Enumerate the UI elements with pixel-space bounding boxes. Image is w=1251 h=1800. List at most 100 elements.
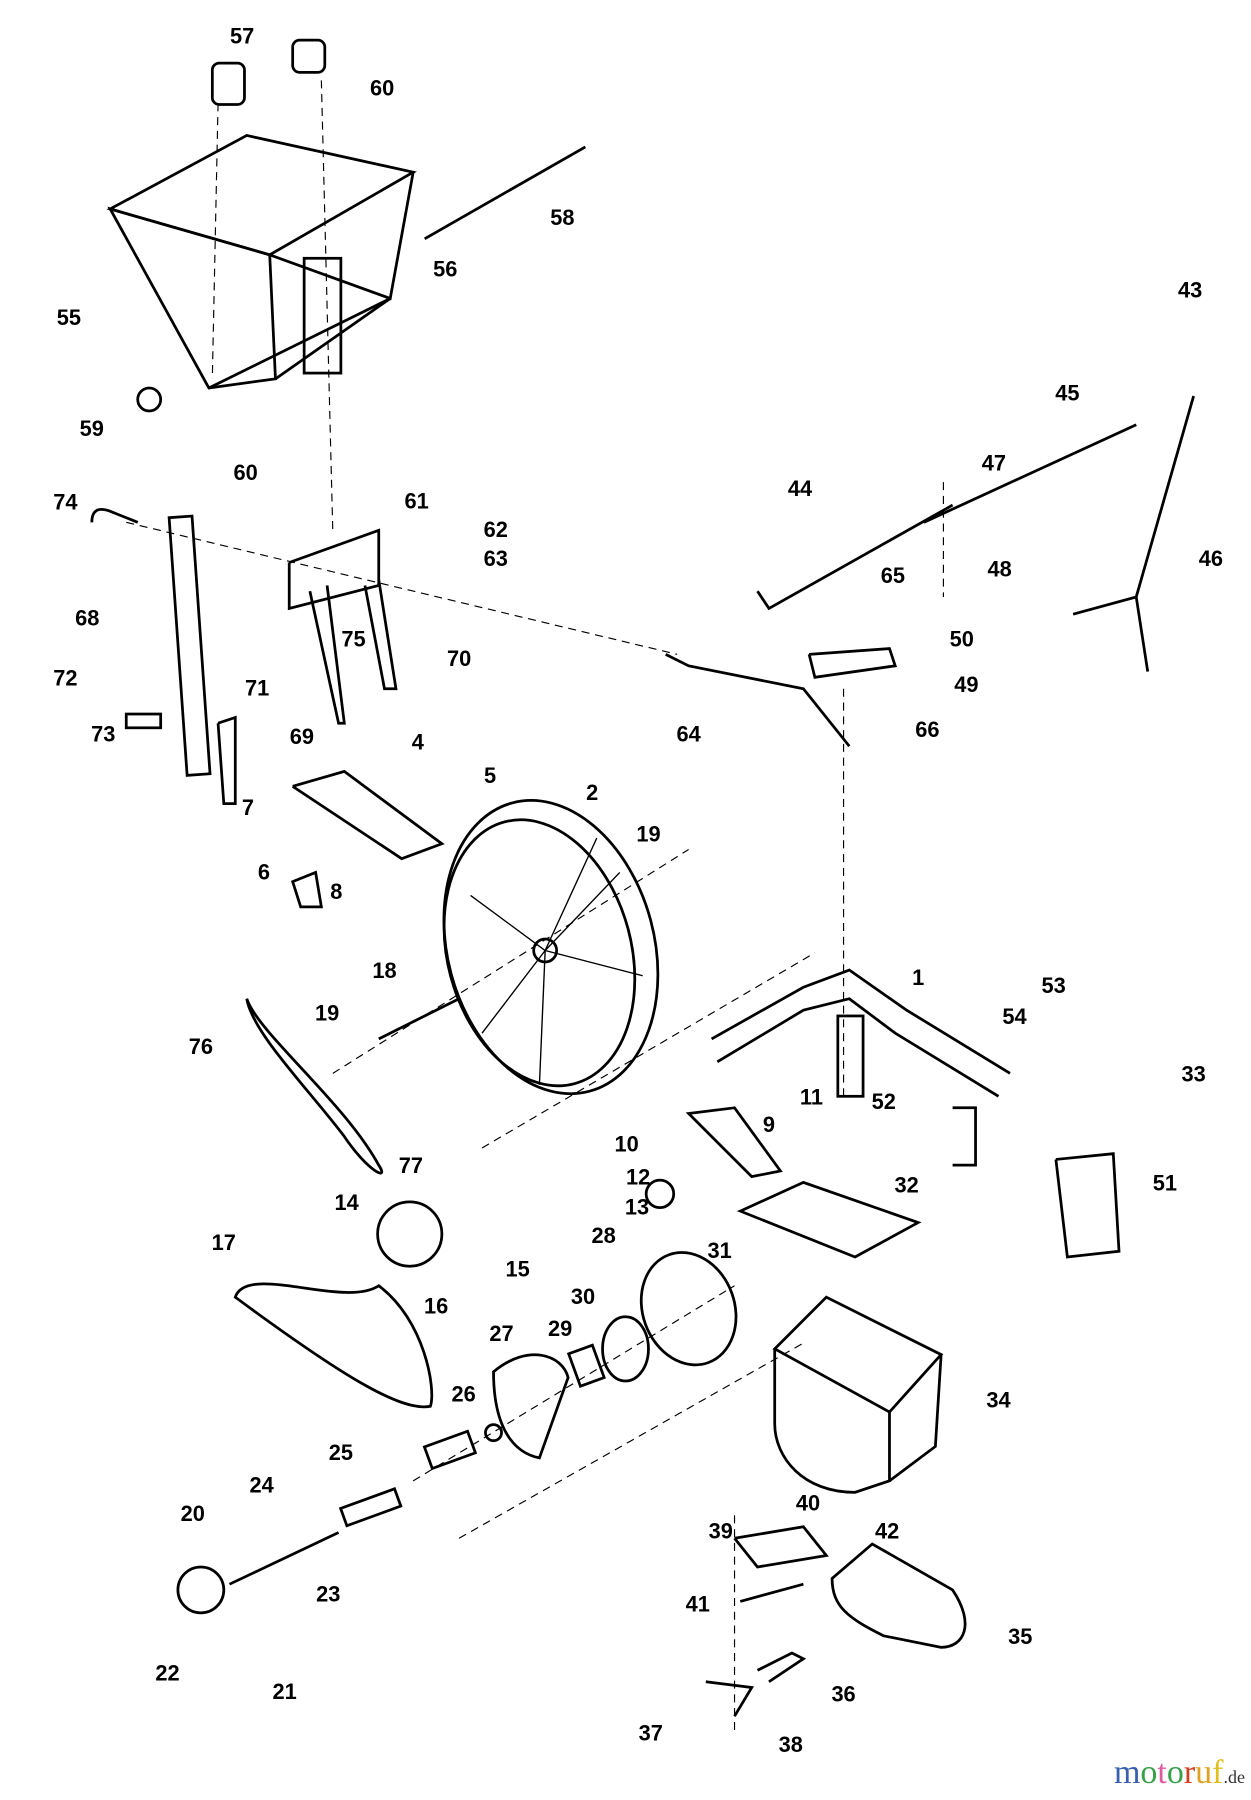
part-label-40: 40 bbox=[796, 1491, 820, 1516]
disc-30 bbox=[601, 1315, 650, 1383]
sprocket-20 bbox=[176, 1565, 226, 1615]
part-label-10: 10 bbox=[615, 1131, 639, 1156]
shaft-58 bbox=[423, 145, 587, 240]
part-label-23: 23 bbox=[316, 1581, 340, 1606]
part-label-32: 32 bbox=[895, 1173, 919, 1198]
part-label-24: 24 bbox=[250, 1472, 274, 1497]
plate-6 bbox=[290, 870, 323, 909]
part-label-45: 45 bbox=[1055, 381, 1079, 406]
housing-34 bbox=[772, 1295, 944, 1494]
part-label-25: 25 bbox=[329, 1440, 353, 1465]
part-label-75: 75 bbox=[341, 626, 365, 651]
part-label-18: 18 bbox=[372, 958, 396, 983]
part-label-31: 31 bbox=[707, 1238, 731, 1263]
sprocket-14 bbox=[376, 1200, 444, 1268]
part-label-60: 60 bbox=[233, 460, 257, 485]
part-label-59: 59 bbox=[80, 416, 104, 441]
part-label-63: 63 bbox=[484, 546, 508, 571]
link-64 bbox=[665, 653, 851, 748]
wheel bbox=[442, 799, 660, 1096]
part-label-29: 29 bbox=[548, 1316, 572, 1341]
part-label-51: 51 bbox=[1153, 1170, 1177, 1195]
part-label-12: 12 bbox=[626, 1165, 650, 1190]
part-label-41: 41 bbox=[686, 1592, 710, 1617]
chain-76 bbox=[245, 998, 384, 1175]
rod-44 bbox=[756, 503, 954, 611]
part-label-13: 13 bbox=[625, 1195, 649, 1220]
sprocket-59 bbox=[136, 386, 163, 413]
part-label-38: 38 bbox=[779, 1732, 803, 1757]
part-label-44: 44 bbox=[788, 476, 812, 501]
part-label-77: 77 bbox=[399, 1153, 423, 1178]
part-label-35: 35 bbox=[1008, 1624, 1032, 1649]
cover-27 bbox=[492, 1353, 570, 1460]
part-label-68: 68 bbox=[75, 606, 99, 631]
part-label-14: 14 bbox=[334, 1190, 358, 1215]
part-label-72: 72 bbox=[53, 665, 77, 690]
part-label-64: 64 bbox=[677, 722, 701, 747]
part-label-58: 58 bbox=[550, 205, 574, 230]
bushing-24 bbox=[338, 1487, 403, 1528]
part-label-57: 57 bbox=[230, 24, 254, 49]
part-label-48: 48 bbox=[988, 556, 1012, 581]
spring-25 bbox=[422, 1429, 478, 1471]
bracket-36 bbox=[756, 1651, 807, 1683]
part-label-33: 33 bbox=[1181, 1061, 1205, 1086]
part-label-76: 76 bbox=[189, 1034, 213, 1059]
part-label-28: 28 bbox=[592, 1223, 616, 1248]
hopper bbox=[106, 134, 417, 390]
part-label-73: 73 bbox=[91, 722, 115, 747]
roller-bearings bbox=[210, 38, 327, 106]
bracket-4 bbox=[291, 769, 445, 861]
part-label-27: 27 bbox=[489, 1321, 513, 1346]
part-label-66: 66 bbox=[915, 717, 939, 742]
spring-29 bbox=[566, 1343, 606, 1388]
part-label-34: 34 bbox=[986, 1387, 1010, 1412]
part-label-70: 70 bbox=[447, 646, 471, 671]
part-label-52: 52 bbox=[872, 1089, 896, 1114]
part-label-22: 22 bbox=[155, 1661, 179, 1686]
bracket-37 bbox=[705, 1680, 755, 1717]
part-label-1: 1 bbox=[912, 965, 924, 990]
chain-17 bbox=[233, 1282, 434, 1409]
part-label-74: 74 bbox=[53, 490, 77, 515]
part-label-62: 62 bbox=[484, 517, 508, 542]
u-bolt-74 bbox=[90, 508, 139, 524]
part-label-8: 8 bbox=[330, 879, 342, 904]
part-label-53: 53 bbox=[1041, 973, 1065, 998]
part-label-42: 42 bbox=[875, 1518, 899, 1543]
part-label-6: 6 bbox=[258, 859, 270, 884]
part-label-71: 71 bbox=[245, 676, 269, 701]
part-label-19: 19 bbox=[315, 1001, 339, 1026]
bolt-41 bbox=[739, 1582, 804, 1603]
part-label-69: 69 bbox=[290, 724, 314, 749]
part-label-60: 60 bbox=[370, 75, 394, 100]
handle-46 bbox=[1072, 395, 1195, 672]
sprocket-12 bbox=[644, 1178, 676, 1210]
plate-9 bbox=[685, 1106, 783, 1179]
part-label-19: 19 bbox=[636, 821, 660, 846]
frame bbox=[710, 968, 1011, 1167]
mount-bracket bbox=[287, 528, 398, 725]
part-label-56: 56 bbox=[433, 257, 457, 282]
part-label-16: 16 bbox=[424, 1293, 448, 1318]
part-label-26: 26 bbox=[452, 1382, 476, 1407]
part-label-49: 49 bbox=[954, 672, 978, 697]
part-label-46: 46 bbox=[1199, 546, 1223, 571]
shaft-23 bbox=[228, 1531, 340, 1586]
part-label-11: 11 bbox=[800, 1084, 823, 1109]
shoe-71 bbox=[216, 715, 237, 805]
disc-31 bbox=[639, 1251, 738, 1367]
part-label-39: 39 bbox=[709, 1518, 733, 1543]
part-label-55: 55 bbox=[57, 305, 81, 330]
part-label-17: 17 bbox=[212, 1230, 236, 1255]
part-label-7: 7 bbox=[242, 795, 254, 820]
part-label-36: 36 bbox=[831, 1681, 855, 1706]
watermark-logo: motoruf.de bbox=[1114, 1754, 1245, 1792]
plate-73 bbox=[124, 712, 163, 730]
bracket-40 bbox=[733, 1525, 829, 1569]
bracket-50 bbox=[807, 647, 898, 679]
parts-drawing bbox=[90, 38, 1195, 1734]
